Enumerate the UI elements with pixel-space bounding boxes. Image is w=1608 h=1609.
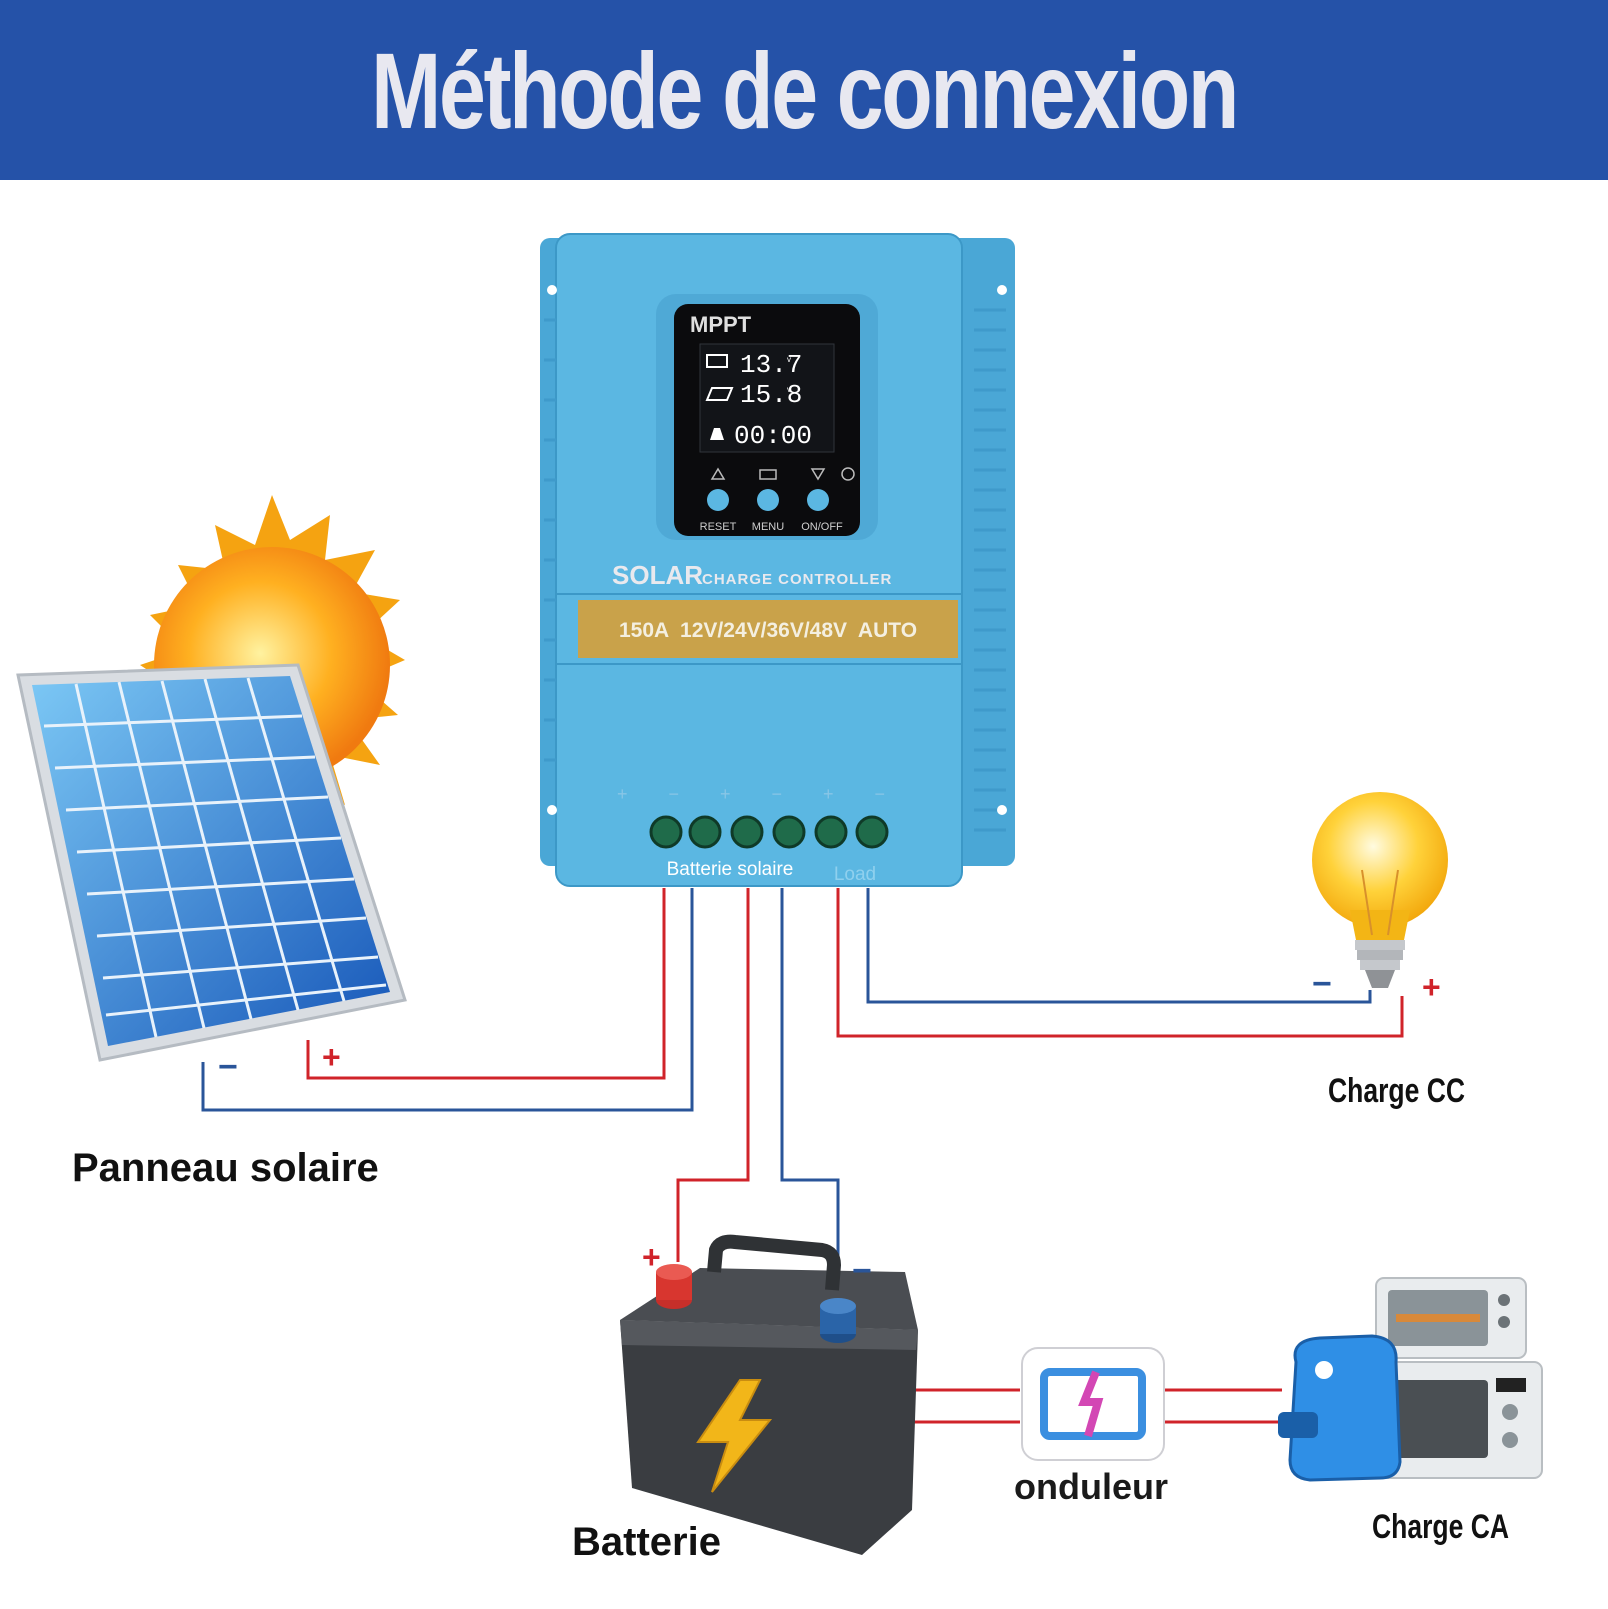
power-button <box>807 489 829 511</box>
solar-panel-label: Panneau solaire <box>72 1146 379 1190</box>
terminal-screw-icon <box>649 815 683 849</box>
terminal-screw-icon <box>814 815 848 849</box>
mount-hole-icon <box>547 805 557 815</box>
battery-lcd-icon <box>706 354 728 368</box>
ac-load-label: Charge CA <box>1372 1508 1510 1546</box>
panel-minus-sign: − <box>218 1048 238 1086</box>
load-positive-wire <box>836 888 1404 1038</box>
battery-icon <box>620 1234 918 1555</box>
lcd-solar-voltage: 15.8 <box>740 380 802 410</box>
terminal-label: Batterie solaire <box>667 859 794 880</box>
lightning-icon <box>696 1379 773 1493</box>
mount-hole-icon <box>997 805 1007 815</box>
lcd-unit-battery: v <box>787 355 791 364</box>
polarity-signs: − + + − − + <box>218 965 1441 1290</box>
mount-hole-icon <box>997 285 1007 295</box>
reset-button <box>707 489 729 511</box>
onoff-label: ON/OFF <box>801 521 843 533</box>
down-arrow-icon <box>810 468 826 481</box>
inverter-label: onduleur <box>1014 1466 1168 1507</box>
menu-icon <box>759 469 777 480</box>
controller-rating: 150A 12V/24V/36V/48V AUTO <box>619 619 917 642</box>
dc-load-label: Charge CC <box>1328 1072 1466 1110</box>
controller-name-small: CHARGE CONTROLLER <box>702 571 892 588</box>
light-bulb-icon <box>1312 792 1448 988</box>
terminal-screw-icon <box>772 815 806 849</box>
battery-negative-wire <box>780 888 840 1300</box>
ac-appliances-icon <box>1278 1277 1543 1482</box>
controller-name-big: SOLAR <box>612 560 703 590</box>
terminal-screw-icon <box>688 815 722 849</box>
terminal-screw-icon <box>855 815 889 849</box>
mount-hole-icon <box>547 285 557 295</box>
lcd-unit-solar: v <box>787 385 791 394</box>
menu-button <box>757 489 779 511</box>
battery-plus-sign: + <box>642 1239 661 1275</box>
panel-positive-wire <box>306 888 666 1080</box>
lcd-time: 00:00 <box>734 421 812 451</box>
lamp-lcd-icon <box>710 428 724 440</box>
page-title: Méthode de connexion <box>371 29 1239 151</box>
battery-minus-sign: − <box>852 1252 872 1290</box>
lcd-battery-voltage: 13.7 <box>740 350 802 380</box>
panel-plus-sign: + <box>322 1039 341 1075</box>
wiring <box>201 888 1404 1424</box>
rating-band <box>578 600 958 658</box>
panel-negative-wire <box>201 888 694 1112</box>
load-negative-wire <box>866 888 1372 1004</box>
terminal-screw-icon <box>730 815 764 849</box>
battery-positive-wire <box>676 888 750 1262</box>
menu-label: MENU <box>752 521 784 533</box>
terminal-block <box>649 815 889 849</box>
solar-lcd-icon <box>705 387 734 401</box>
reset-label: RESET <box>700 521 737 533</box>
battery-label: Batterie <box>572 1520 721 1564</box>
solar-panel-icon <box>16 663 407 1062</box>
air-fryer-icon <box>1288 1334 1402 1482</box>
inverter-icon <box>1021 1347 1165 1461</box>
charge-controller: MPPT 13.7 15.8 00:00 v v RESET MENU ON/O… <box>540 233 1015 887</box>
load-label: Load <box>834 864 876 885</box>
controller-brand: MPPT <box>690 312 752 337</box>
title-banner: Méthode de connexion <box>0 0 1608 180</box>
power-icon <box>841 467 855 481</box>
bulb-plus-sign: + <box>1422 969 1441 1005</box>
bulb-minus-sign: − <box>1312 965 1332 1003</box>
warning-icon <box>710 467 726 480</box>
terminal-signs: + − + − + − <box>617 784 903 804</box>
